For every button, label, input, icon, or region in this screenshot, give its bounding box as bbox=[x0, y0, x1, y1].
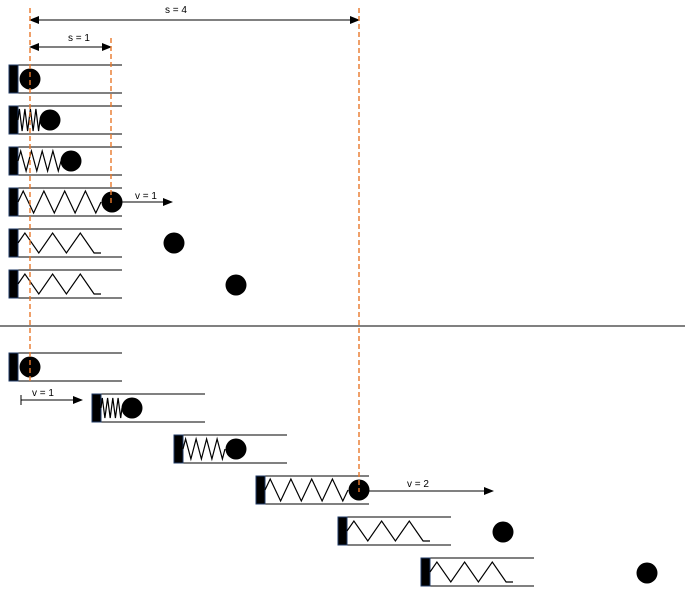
spring-coil bbox=[100, 397, 123, 419]
spring-row bbox=[8, 105, 122, 135]
spring-row bbox=[337, 516, 514, 546]
bottom-panel bbox=[8, 352, 658, 587]
spring-row bbox=[8, 64, 122, 94]
spring-coil bbox=[346, 519, 430, 543]
spring-coil bbox=[182, 436, 226, 462]
ball bbox=[121, 397, 143, 419]
wall-block bbox=[91, 393, 102, 423]
wall-block bbox=[8, 228, 19, 258]
wall-block bbox=[255, 475, 266, 505]
label-v-cart: v = 1 bbox=[32, 388, 54, 399]
spring-coil bbox=[17, 108, 41, 132]
spring-row bbox=[8, 187, 123, 217]
ball bbox=[101, 191, 123, 213]
label-v-bottom: v = 2 bbox=[407, 479, 429, 490]
wall-block bbox=[8, 187, 19, 217]
label-s-total: s = 4 bbox=[165, 5, 187, 16]
spring-row bbox=[8, 269, 247, 299]
ball bbox=[492, 521, 514, 543]
ball bbox=[163, 232, 185, 254]
spring-row bbox=[8, 228, 185, 258]
spring-row bbox=[173, 434, 287, 464]
ball bbox=[60, 150, 82, 172]
spring-row bbox=[8, 352, 122, 382]
velocity-arrow-cart: v = 1 bbox=[20, 388, 83, 405]
top-panel bbox=[8, 64, 247, 299]
wall-block bbox=[8, 105, 19, 135]
spring-coil bbox=[17, 189, 102, 215]
velocity-arrow-bottom: v = 2 bbox=[369, 479, 494, 495]
ball bbox=[636, 562, 658, 584]
velocity-arrow-top: v = 1 bbox=[122, 191, 173, 206]
label-s-one: s = 1 bbox=[68, 33, 90, 44]
spring-coil bbox=[264, 477, 349, 503]
ball bbox=[19, 68, 41, 90]
ball bbox=[225, 438, 247, 460]
spring-row bbox=[420, 557, 658, 587]
wall-block bbox=[8, 352, 19, 382]
ball bbox=[225, 274, 247, 296]
spring-coil bbox=[429, 560, 513, 584]
spring-coil bbox=[17, 148, 62, 174]
wall-block bbox=[337, 516, 348, 546]
spring-coil bbox=[17, 272, 101, 296]
spring-coil bbox=[17, 231, 101, 255]
wall-block bbox=[8, 146, 19, 176]
wall-block bbox=[8, 269, 19, 299]
wall-block bbox=[173, 434, 184, 464]
wall-block bbox=[8, 64, 19, 94]
guide-lines bbox=[29, 8, 360, 492]
spring-row bbox=[91, 393, 205, 423]
wall-block bbox=[420, 557, 431, 587]
label-v-top: v = 1 bbox=[135, 191, 157, 202]
dimension-s1: s = 1 bbox=[29, 33, 112, 51]
spring-row bbox=[8, 146, 122, 176]
ball bbox=[39, 109, 61, 131]
dimension-s4: s = 4 bbox=[29, 5, 360, 24]
spring-row bbox=[255, 475, 370, 505]
ball bbox=[19, 356, 41, 378]
